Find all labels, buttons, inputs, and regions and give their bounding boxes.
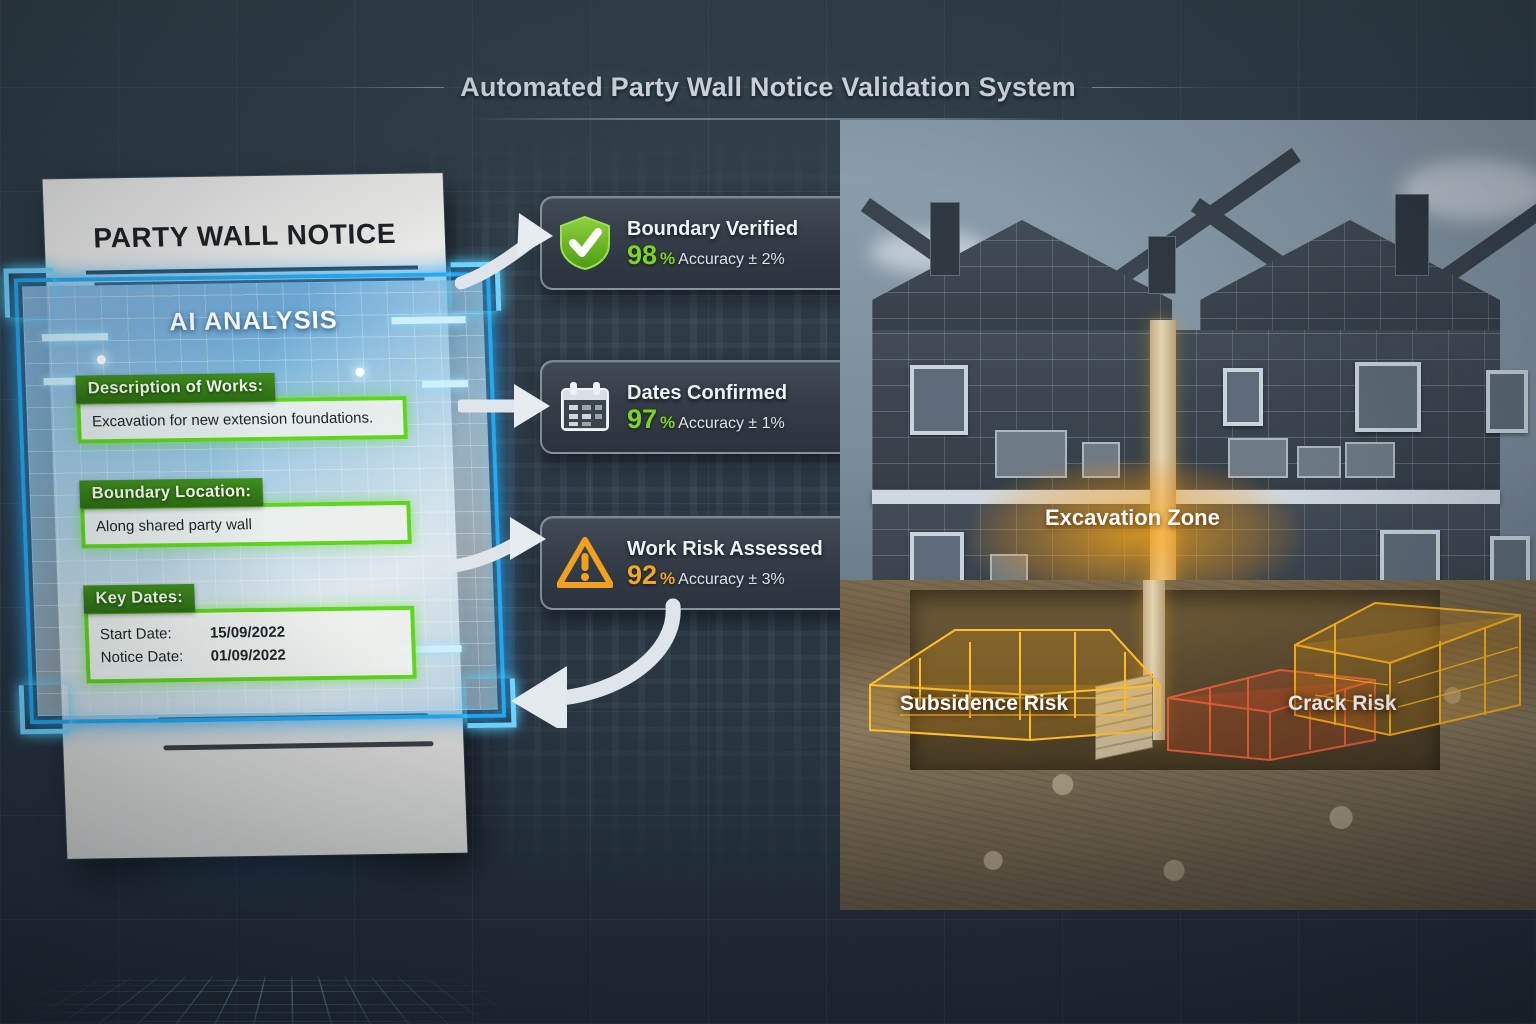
date-value: 15/09/2022 xyxy=(209,623,286,642)
status-card-boundary-verified[interactable]: Boundary Verified 98 % Accuracy ± 2% xyxy=(540,196,856,290)
card-title: Work Risk Assessed xyxy=(627,537,823,560)
status-card-work-risk-assessed[interactable]: Work Risk Assessed 92 % Accuracy ± 3% xyxy=(540,516,856,610)
subsidence-risk-wireframe xyxy=(869,629,1161,742)
date-key: Notice Date: xyxy=(100,648,184,667)
card-percent: 98 xyxy=(627,239,658,270)
title-rule-right xyxy=(1091,87,1212,88)
date-row: Notice Date: 01/09/2022 xyxy=(100,642,401,669)
frame-corner-bottom-right xyxy=(465,678,517,729)
field-label: Key Dates: xyxy=(83,583,196,614)
card-percent: 97 xyxy=(627,403,658,434)
field-label: Description of Works: xyxy=(75,372,276,404)
hud-tick-4 xyxy=(421,380,469,388)
shield-check-icon xyxy=(556,214,614,272)
ai-analysis-panel: AI ANALYSIS Description of Works: Excava… xyxy=(3,261,517,735)
calendar-icon xyxy=(556,378,614,436)
document-title: PARTY WALL NOTICE xyxy=(92,217,397,254)
card-accuracy: Accuracy ± 1% xyxy=(678,414,785,432)
crack-risk-label: Crack Risk xyxy=(1288,692,1397,715)
chimney-left xyxy=(930,202,960,276)
warning-triangle-icon xyxy=(556,534,614,592)
field-value-box: Start Date: 15/09/2022 Notice Date: 01/0… xyxy=(84,605,417,683)
furniture-box-4 xyxy=(1345,442,1395,478)
field-value: Excavation for new extension foundations… xyxy=(91,409,374,431)
field-value-box: Along shared party wall xyxy=(80,500,412,549)
card-percent-sign: % xyxy=(660,248,676,268)
window-upper-2 xyxy=(1223,368,1263,426)
field-boundary-location: Boundary Location: Along shared party wa… xyxy=(79,476,412,549)
card-subtitle: 98 % Accuracy ± 2% xyxy=(627,239,798,270)
card-title: Dates Confirmed xyxy=(627,381,788,404)
card-subtitle: 97 % Accuracy ± 1% xyxy=(627,403,787,434)
chimney-middle xyxy=(1148,236,1176,294)
field-value: Along shared party wall xyxy=(95,516,253,536)
card-text: Work Risk Assessed 92 % Accuracy ± 3% xyxy=(627,538,823,589)
frame-corner-bottom-left xyxy=(18,684,70,735)
card-accuracy: Accuracy ± 2% xyxy=(678,250,785,268)
perspective-grid-floor xyxy=(0,976,640,1024)
subsidence-risk-label: Subsidence Risk xyxy=(900,692,1069,715)
card-accuracy: Accuracy ± 3% xyxy=(678,570,785,588)
title-rule-left xyxy=(324,87,445,88)
window-upper-1 xyxy=(910,365,968,435)
page-title: Automated Party Wall Notice Validation S… xyxy=(460,72,1076,102)
building-cutaway-scene: Excavation Zone Subsidence Risk xyxy=(840,120,1536,910)
card-percent-sign: % xyxy=(660,412,676,432)
hud-spark-1 xyxy=(96,355,106,365)
card-title: Boundary Verified xyxy=(627,217,799,240)
card-percent: 92 xyxy=(627,559,658,590)
date-key: Start Date: xyxy=(99,625,172,644)
field-value-box: Excavation for new extension foundations… xyxy=(76,395,408,444)
card-percent-sign: % xyxy=(660,568,676,588)
header: Automated Party Wall Notice Validation S… xyxy=(0,72,1536,103)
card-subtitle: 92 % Accuracy ± 3% xyxy=(627,559,823,590)
date-value: 01/09/2022 xyxy=(210,646,287,665)
window-upper-3 xyxy=(1355,362,1421,432)
card-text: Dates Confirmed 97 % Accuracy ± 1% xyxy=(627,382,787,433)
field-description-of-works: Description of Works: Excavation for new… xyxy=(75,371,408,444)
field-label: Boundary Location: xyxy=(79,477,264,509)
crack-risk-wireframe xyxy=(1294,601,1521,737)
arrow-feedback-to-document xyxy=(511,598,681,728)
chimney-right xyxy=(1395,194,1429,276)
status-card-dates-confirmed[interactable]: Dates Confirmed 97 % Accuracy ± 1% xyxy=(540,360,856,454)
card-text: Boundary Verified 98 % Accuracy ± 2% xyxy=(627,218,798,269)
field-key-dates: Key Dates: Start Date: 15/09/2022 Notice… xyxy=(83,581,417,683)
window-upper-4 xyxy=(1486,370,1528,433)
furniture-box-3 xyxy=(1297,446,1341,478)
excavation-zone-label: Excavation Zone xyxy=(1045,505,1220,530)
